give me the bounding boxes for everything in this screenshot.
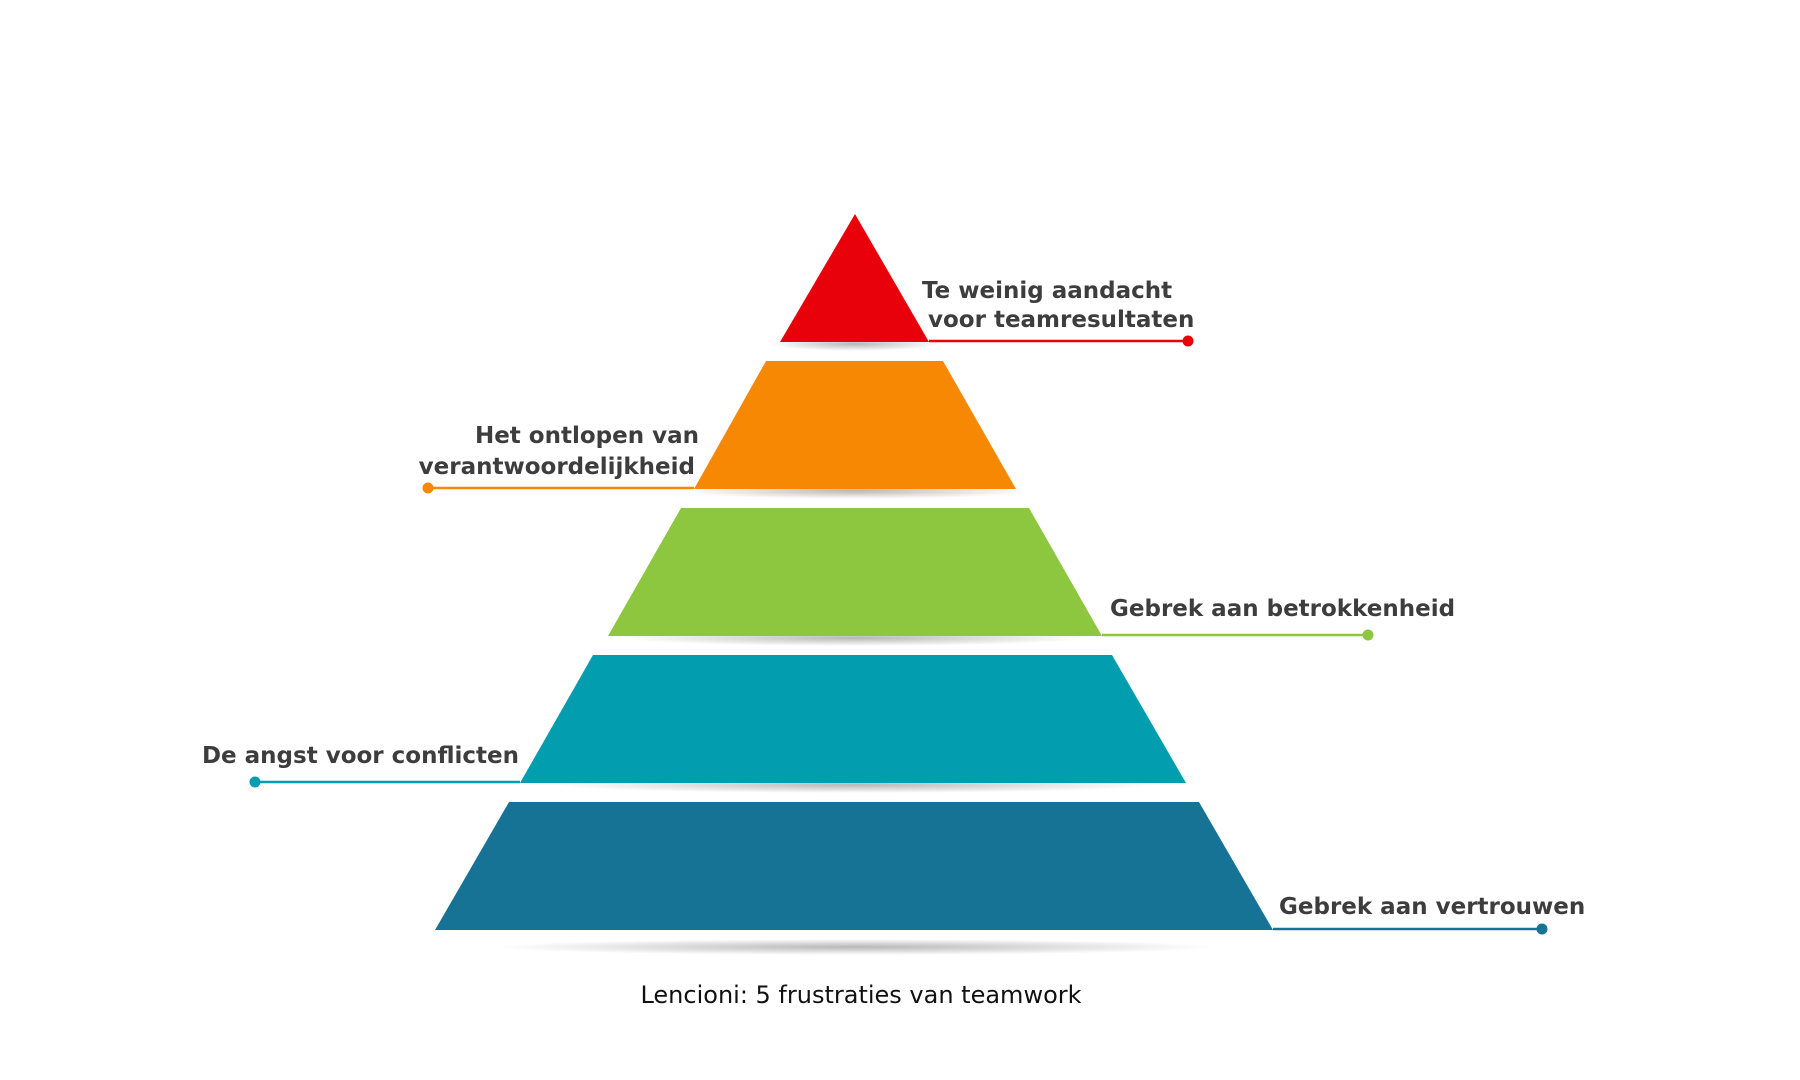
connector-dot: [249, 776, 261, 788]
level-label-line-1: Te weinig aandacht: [922, 278, 1172, 304]
level-shape: [608, 508, 1102, 636]
pyramid-level-1: Te weinig aandacht voor teamresultaten: [770, 214, 1194, 351]
level-shape: [435, 802, 1273, 930]
diagram-caption: Lencioni: 5 frustraties van teamwork: [640, 981, 1081, 1009]
connector-dot: [1536, 923, 1548, 935]
level-label-line-2: verantwoordelijkheid: [419, 454, 695, 480]
level-shape: [520, 655, 1186, 783]
pyramid-level-5: Gebrek aan vertrouwen: [435, 802, 1585, 955]
level-label: De angst voor conflicten: [202, 743, 519, 769]
level-label: Gebrek aan vertrouwen: [1279, 894, 1585, 920]
pyramid-level-4: De angst voor conflicten: [202, 655, 1186, 793]
level-label: Gebrek aan betrokkenheid: [1110, 596, 1455, 622]
level-label-line-2: voor teamresultaten: [928, 307, 1194, 333]
level-shape: [780, 214, 929, 342]
level-label-line-1: Het ontlopen van: [475, 423, 699, 449]
connector-dot: [1182, 335, 1194, 347]
level-shadow: [495, 939, 1215, 955]
pyramid-level-2: Het ontlopen van verantwoordelijkheid: [419, 361, 1030, 499]
connector-dot: [422, 482, 434, 494]
level-shape: [694, 361, 1016, 489]
connector-dot: [1362, 629, 1374, 641]
pyramid-level-3: Gebrek aan betrokkenheid: [608, 508, 1455, 646]
